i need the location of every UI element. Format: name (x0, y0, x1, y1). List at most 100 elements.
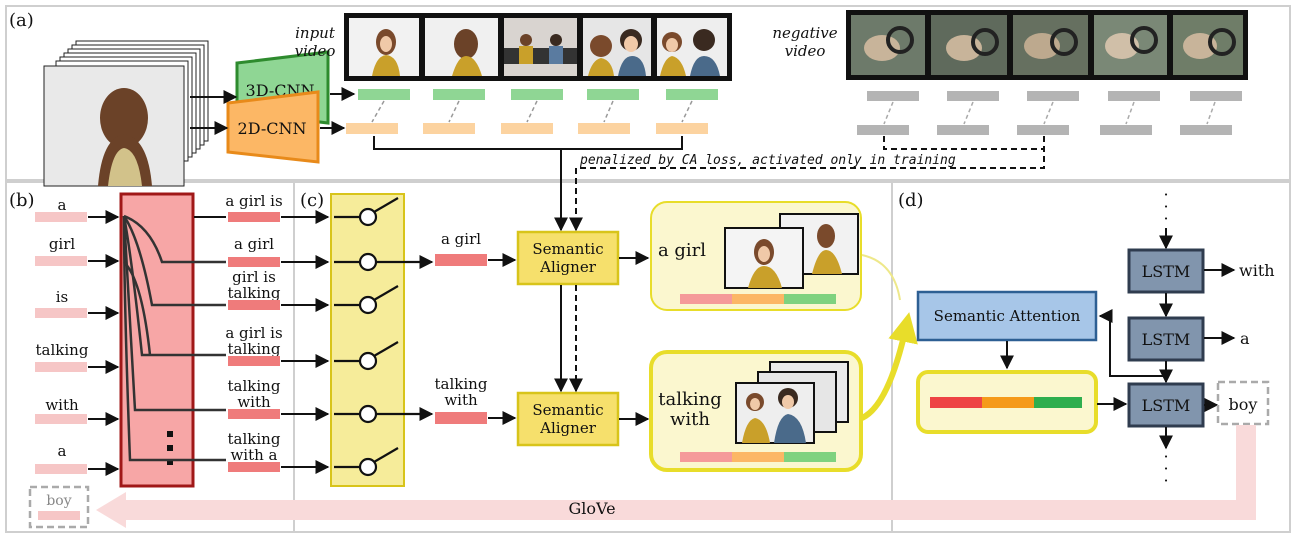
phrase-embed-2 (228, 257, 280, 267)
feature-2d-3 (501, 123, 553, 134)
semantic-aligner-1-line2: Aligner (539, 258, 597, 276)
word-label-5: with (45, 396, 79, 414)
word-encoder-block (119, 192, 195, 488)
word-label-1: a (58, 196, 67, 214)
phrase-embed-3 (228, 300, 280, 310)
card-1-feature-bar (680, 294, 836, 304)
switch-3-open (334, 285, 399, 315)
word-arrows (88, 210, 120, 476)
lstm-cell-1-label: LSTM (1142, 262, 1191, 281)
lstm-top-ellipsis-2: · (1163, 197, 1168, 216)
word-embed-1 (35, 212, 87, 222)
phrase-embed-6 (228, 462, 280, 472)
neg-feature-top-4 (1108, 91, 1160, 101)
semantic-aligner-2-line2: Aligner (539, 419, 597, 437)
lstm-top-ellipsis-3: · (1163, 209, 1168, 228)
semantic-attention-label: Semantic Attention (934, 307, 1081, 325)
negative-video-label-1: negative (772, 24, 837, 42)
lstm-output-1: with (1239, 261, 1275, 280)
phrase-embed-5 (228, 409, 280, 419)
word-embed-4 (35, 362, 87, 372)
panel-label-d: (d) (898, 190, 924, 211)
lstm-cell-1 (1127, 248, 1205, 294)
feature-3d-1 (358, 89, 410, 100)
selected-phrase-1: a girl (441, 230, 481, 248)
phrase-embed-1 (228, 212, 280, 222)
encoder-connections (122, 214, 226, 462)
card-2-text-2: with (670, 409, 710, 430)
word-label-6: a (58, 442, 67, 460)
switch-6-open (334, 447, 399, 477)
word-embed-5 (35, 414, 87, 424)
neg-feature-bot-4 (1100, 125, 1152, 135)
neg-feature-top-3 (1027, 91, 1079, 101)
word-label-2: girl (49, 235, 76, 253)
lstm-bottom-ellipsis-2: · (1163, 459, 1168, 478)
input-video-label-1: input (295, 24, 336, 42)
selector-input-lines (281, 210, 330, 474)
neg-feature-bot-3 (1017, 125, 1069, 135)
phrase-label-6b: with a (230, 446, 277, 464)
glove-input-embed (38, 511, 80, 520)
glove-label: GloVe (568, 499, 615, 518)
neg-feature-bot-1 (857, 125, 909, 135)
phrase-label-3a: girl is (232, 268, 276, 286)
semantic-aligner-1-line1: Semantic (532, 240, 603, 258)
card-1-to-attention-curve (861, 254, 901, 301)
phrase-label-4b: talking (228, 340, 281, 358)
feature-3d-5 (666, 89, 718, 100)
glove-input-word: boy (46, 493, 71, 509)
phrase-label-6a: talking (228, 430, 281, 448)
semantic-attention-box (916, 290, 1098, 342)
switch-4-open (334, 341, 399, 371)
phrase-label-1: a girl is (225, 192, 282, 210)
selected-phrase-2a: talking (435, 375, 488, 393)
input-features-bracket (373, 136, 683, 150)
feature-2d-4 (578, 123, 630, 134)
glove-input-box (28, 485, 90, 529)
neg-feature-top-1 (867, 91, 919, 101)
phrase-embed-4 (228, 356, 280, 366)
lstm-output-3: boy (1229, 395, 1258, 414)
lstm-cell-3-label: LSTM (1142, 396, 1191, 415)
phrase-label-5b: with (237, 393, 271, 411)
glove-feedback-arrow (96, 425, 1256, 528)
frame-stack (43, 40, 209, 187)
selected-phrase-embed-2 (435, 412, 487, 424)
word-label-3: is (56, 288, 69, 306)
semantic-aligner-2 (516, 391, 620, 447)
panel-label-c: (c) (300, 190, 324, 211)
feature-2d-1 (346, 123, 398, 134)
word-embed-3 (35, 308, 87, 318)
girl-back-figure (98, 88, 152, 186)
semantic-aligner-1 (516, 230, 620, 286)
negative-video-features (857, 91, 1242, 135)
card-1-text: a girl (658, 240, 706, 261)
lstm-bottom-ellipsis: · (1163, 447, 1168, 466)
lstm-cell-2-label: LSTM (1142, 330, 1191, 349)
feature-3d-4 (587, 89, 639, 100)
neg-feature-bot-2 (937, 125, 989, 135)
selector-switches (334, 197, 430, 477)
word-embed-2 (35, 256, 87, 266)
phrase-label-4a: a girl is (225, 324, 282, 342)
negative-features-bracket (576, 136, 1045, 230)
switch-1-open (334, 197, 399, 227)
panel-label-b: (b) (9, 190, 35, 211)
panel-d-frame (891, 181, 1291, 533)
selector-output-arrows (405, 255, 434, 421)
panel-a-frame (5, 5, 1291, 181)
lstm-to-attention-feedback (1098, 309, 1166, 377)
card-1-thumbnails (724, 213, 859, 289)
phrase-label-2: a girl (234, 235, 274, 253)
input-video-label-2: video (295, 42, 336, 60)
feature-2d-5 (656, 123, 708, 134)
phrase-outputs: a girl is a girl girl is talking a girl … (225, 192, 283, 472)
context-vector-bar (930, 397, 1082, 408)
card-2-thumbnails (735, 361, 849, 444)
neg-feature-bot-5 (1180, 125, 1232, 135)
card-2-to-attention-curve (860, 312, 918, 421)
lstm-output-2: a (1240, 329, 1250, 348)
word-label-4: talking (36, 341, 89, 359)
